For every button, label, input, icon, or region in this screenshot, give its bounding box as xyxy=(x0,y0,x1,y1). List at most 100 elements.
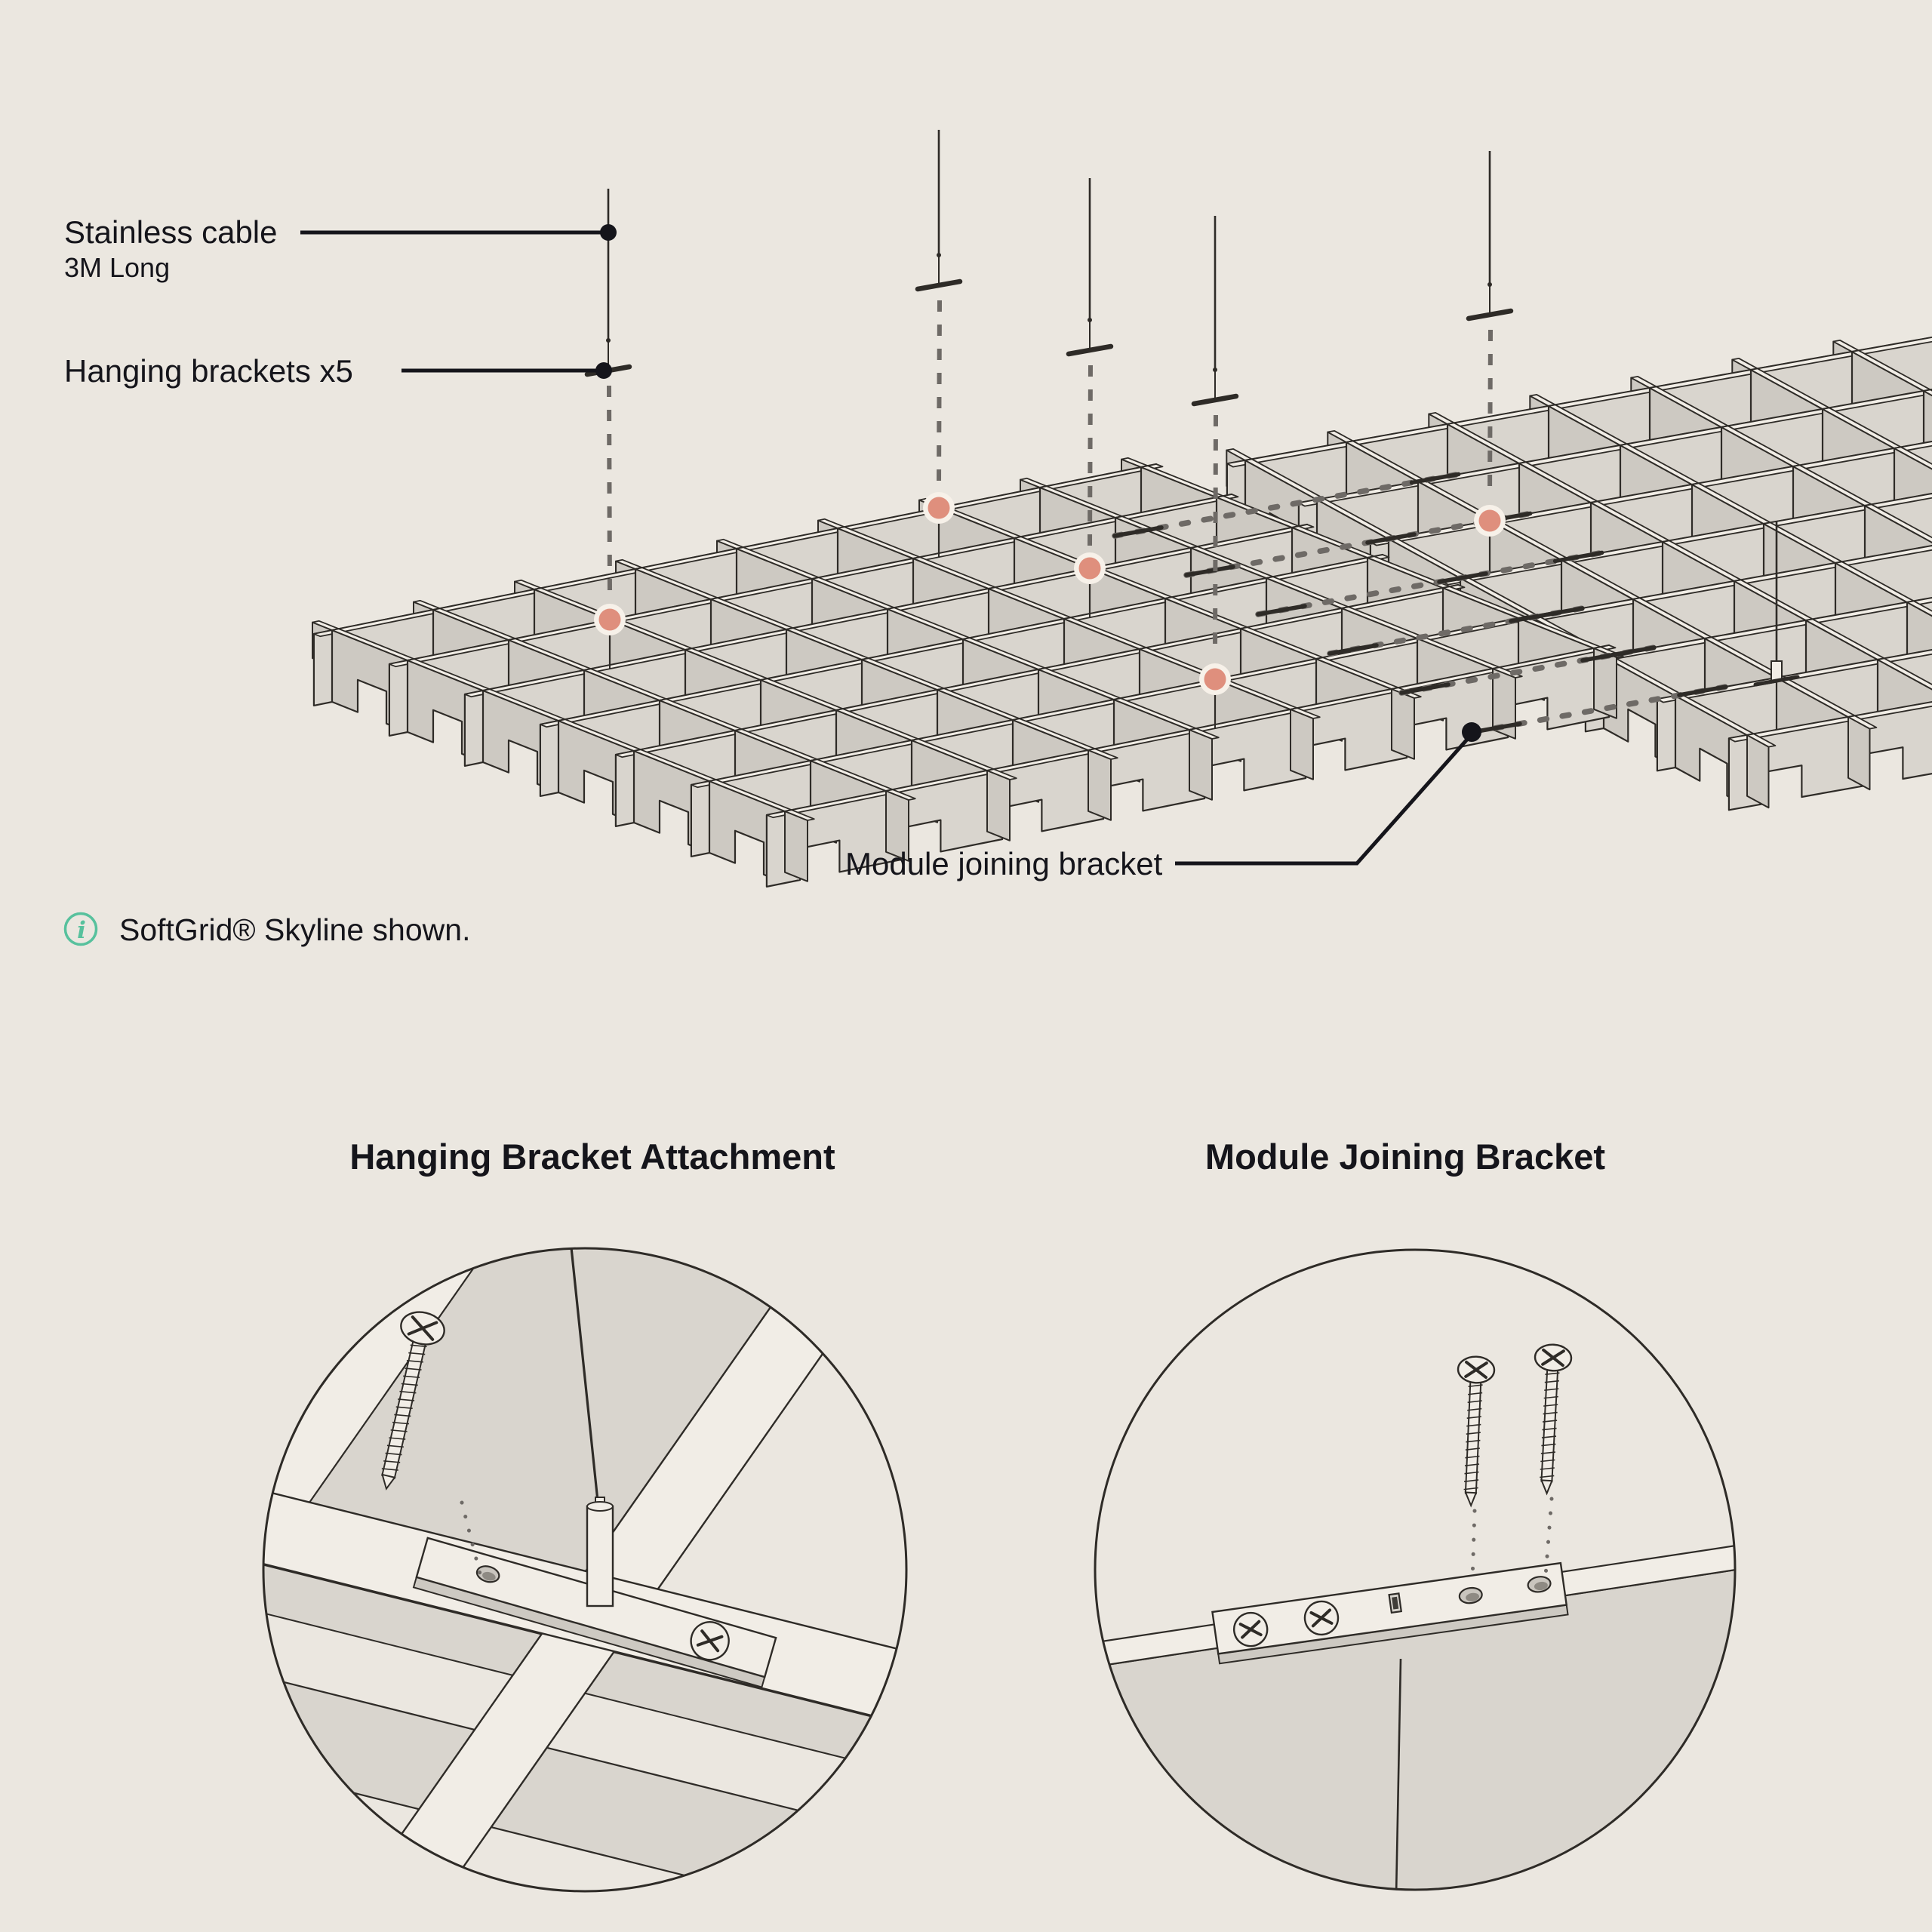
module-seam-line xyxy=(1395,1658,1402,1890)
screw-thread xyxy=(1467,1407,1482,1411)
screw-thread xyxy=(405,1367,422,1371)
detail-left-circle xyxy=(262,1247,908,1893)
grid-panel-stub xyxy=(1088,749,1112,821)
joining-bracket-tick xyxy=(1399,682,1451,695)
bracket-hole-shadow xyxy=(1534,1581,1548,1591)
grid-panel-top xyxy=(1189,728,1220,740)
grid-panel-top xyxy=(1877,657,1932,691)
cable-gripper-top xyxy=(586,1501,614,1512)
screw-thread xyxy=(403,1375,420,1379)
grid-panel-stub xyxy=(1189,729,1213,801)
joining-bracket-tick xyxy=(1184,565,1235,577)
screw-thread xyxy=(1542,1427,1557,1431)
screw xyxy=(1457,1355,1496,1508)
screw-thread xyxy=(406,1360,423,1363)
screw-thread xyxy=(1467,1400,1482,1404)
hanging-bracket xyxy=(915,278,963,292)
grid-panel-stub xyxy=(1847,716,1871,791)
joining-bracket-tick xyxy=(1437,571,1488,584)
screw xyxy=(381,1311,445,1491)
module-joining-bracket-plate xyxy=(1211,1561,1569,1665)
grid-panel-stub xyxy=(986,770,1011,841)
screw-thread xyxy=(1466,1432,1481,1435)
screw-tip xyxy=(381,1473,396,1491)
screw-thread xyxy=(1542,1420,1558,1423)
screw-thread xyxy=(389,1437,406,1440)
joining-bracket-tick xyxy=(1552,550,1604,564)
grid-panel-top xyxy=(1923,389,1932,397)
grid-panel-top xyxy=(1746,733,1777,748)
callout-module-joining: Module joining bracket xyxy=(845,722,1481,881)
callout-stainless-cable: Stainless cable 3M Long xyxy=(64,214,617,283)
installed-screw xyxy=(1303,1600,1340,1636)
bracket-pin-top xyxy=(937,253,941,257)
info-icon xyxy=(63,912,98,946)
installed-screw xyxy=(1232,1611,1269,1647)
bracket-hole-shadow xyxy=(482,1571,496,1581)
joining-bracket-tick xyxy=(1509,611,1560,623)
attachment-dot xyxy=(1478,509,1501,532)
screw-thread xyxy=(394,1414,411,1417)
note-text: SoftGrid® Skyline shown. xyxy=(119,912,470,947)
grid-panel-stub xyxy=(1290,709,1314,780)
screw-thread xyxy=(381,1468,398,1471)
installed-screw xyxy=(690,1621,730,1661)
leader-dot xyxy=(600,224,617,241)
attachment-dot xyxy=(598,608,621,631)
leader-dot xyxy=(1462,722,1481,742)
grid-panel-top xyxy=(1864,503,1932,543)
screw-thread xyxy=(1463,1487,1478,1491)
screw-tip xyxy=(1540,1479,1553,1496)
screw-thread xyxy=(1540,1459,1555,1463)
screw-thread xyxy=(392,1421,410,1425)
hanging-cable-assembly xyxy=(584,189,632,669)
screw-thread xyxy=(398,1398,415,1401)
grid-module-main xyxy=(312,457,1624,888)
bracket-hole-shadow xyxy=(1466,1592,1480,1601)
joining-bracket-tick xyxy=(1677,685,1728,697)
screw-thread xyxy=(1540,1475,1555,1478)
leader-dot xyxy=(595,362,612,379)
stainless-cable-sublabel: 3M Long xyxy=(64,252,170,283)
hanging-bracket xyxy=(1066,343,1114,357)
stainless-cable-line xyxy=(570,1248,599,1502)
screw-thread xyxy=(1541,1443,1556,1447)
info-icon-glyph: i xyxy=(77,917,86,944)
hanging-brackets-label: Hanging brackets x5 xyxy=(64,353,353,389)
hanging-cable-assembly xyxy=(1466,151,1514,571)
screw-thread xyxy=(1468,1392,1483,1395)
screw-thread xyxy=(1464,1471,1479,1475)
hanging-cables xyxy=(584,130,1800,729)
alignment-dotted-line xyxy=(1470,1509,1477,1583)
info-note: i SoftGrid® Skyline shown. xyxy=(63,912,470,947)
module-joining-detail-scene xyxy=(1095,1250,1735,1890)
joining-bracket-tick xyxy=(1365,532,1417,545)
callouts: Stainless cable 3M Long Hanging brackets… xyxy=(63,214,1481,947)
grid-panel-stub xyxy=(784,811,808,882)
phillips-cross xyxy=(1541,1349,1565,1366)
attachment-dot xyxy=(1204,668,1226,691)
hanging-bracket xyxy=(1191,393,1239,407)
grid-panel-top xyxy=(986,768,1017,780)
leader-line xyxy=(1175,733,1473,866)
module-joining-label: Module joining bracket xyxy=(845,846,1163,881)
screw-thread xyxy=(385,1452,402,1456)
bracket-pin-top xyxy=(1487,282,1492,287)
joining-bracket-tick xyxy=(1580,650,1632,663)
screw-thread xyxy=(1465,1447,1481,1451)
joining-bracket-tick xyxy=(1112,525,1164,538)
screw-thread xyxy=(1468,1384,1483,1388)
hanging-bracket-plate xyxy=(412,1537,777,1688)
hanging-bracket-detail-scene xyxy=(263,1248,906,1891)
phillips-cross xyxy=(1464,1361,1488,1378)
screw xyxy=(1534,1343,1573,1496)
bracket-pin-top xyxy=(606,338,611,343)
stainless-cable-label: Stainless cable xyxy=(64,214,278,250)
grid-panel-top xyxy=(1728,701,1932,743)
grid-panel-stub xyxy=(1391,688,1415,760)
grid-panel-top xyxy=(784,809,815,821)
hanging-cable-assembly xyxy=(915,130,963,558)
screw-thread xyxy=(408,1352,426,1355)
